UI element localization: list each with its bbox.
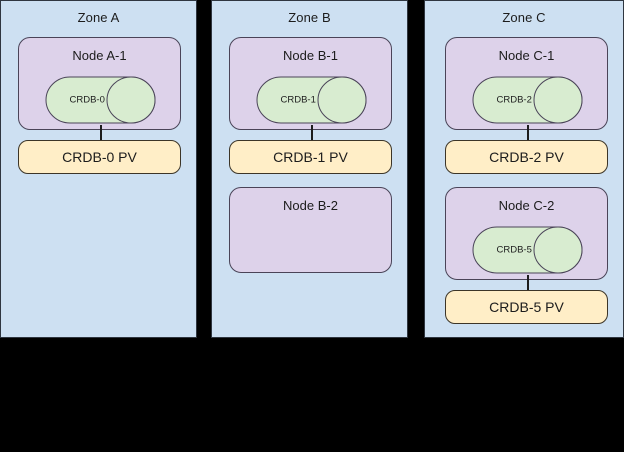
zone-title-b: Zone B — [288, 10, 331, 25]
database-cylinder-crdb-0[interactable]: CRDB-0 — [45, 76, 156, 124]
node-title-a-1: Node A-1 — [72, 48, 127, 63]
database-cylinder-crdb-2[interactable]: CRDB-2 — [472, 76, 583, 124]
node-title-b-2: Node B-2 — [283, 198, 338, 213]
database-cylinder-crdb-1[interactable]: CRDB-1 — [256, 76, 367, 124]
node-title-c-1: Node C-1 — [498, 48, 555, 63]
connector-node-c-2-to-pv — [527, 275, 529, 291]
connector-node-b-1-to-pv — [311, 125, 313, 141]
node-box-c-1[interactable]: Node C-1 CRDB-2 — [445, 37, 608, 130]
node-box-b-1[interactable]: Node B-1 CRDB-1 — [229, 37, 392, 130]
connector-node-a-1-to-pv — [100, 125, 102, 141]
zone-title-a: Zone A — [77, 10, 120, 25]
node-box-a-1[interactable]: Node A-1 CRDB-0 — [18, 37, 181, 130]
zone-container-c[interactable]: Zone C Node C-1 CRDB-2 CRDB-2 PV Node C-… — [424, 0, 624, 338]
pv-box-crdb-5[interactable]: CRDB-5 PV — [445, 290, 608, 324]
zone-title-c: Zone C — [502, 10, 546, 25]
database-label-crdb-2: CRDB-2 — [496, 94, 532, 106]
database-label-crdb-5: CRDB-5 — [496, 244, 532, 256]
zone-container-a[interactable]: Zone A Node A-1 CRDB-0 CRDB-0 PV — [0, 0, 197, 338]
node-title-b-1: Node B-1 — [283, 48, 338, 63]
pv-box-crdb-2[interactable]: CRDB-2 PV — [445, 140, 608, 174]
database-label-crdb-0: CRDB-0 — [69, 94, 105, 106]
connector-node-c-1-to-pv — [527, 125, 529, 141]
database-cylinder-crdb-5[interactable]: CRDB-5 — [472, 226, 583, 274]
node-title-c-2: Node C-2 — [498, 198, 555, 213]
pv-box-crdb-0[interactable]: CRDB-0 PV — [18, 140, 181, 174]
database-label-crdb-1: CRDB-1 — [280, 94, 316, 106]
pv-box-crdb-1[interactable]: CRDB-1 PV — [229, 140, 392, 174]
node-box-b-2[interactable]: Node B-2 — [229, 187, 392, 273]
zone-container-b[interactable]: Zone B Node B-1 CRDB-1 CRDB-1 PV Node B-… — [211, 0, 408, 338]
node-box-c-2[interactable]: Node C-2 CRDB-5 — [445, 187, 608, 280]
